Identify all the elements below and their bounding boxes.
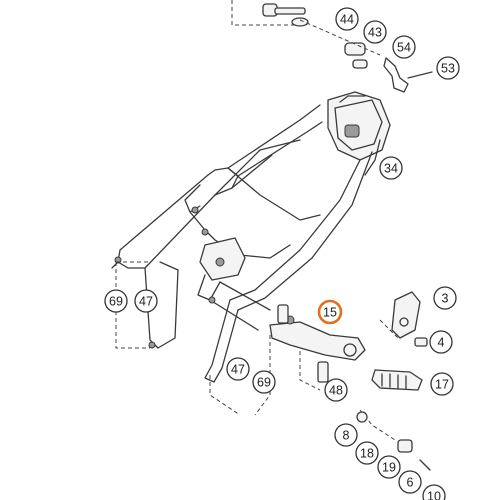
callout-label: 18 xyxy=(360,447,374,461)
callout-47b: 47 xyxy=(226,357,250,381)
callout-label: 10 xyxy=(427,490,441,500)
callout-circle xyxy=(317,299,343,325)
callout-circle xyxy=(398,470,422,494)
callout-label: 69 xyxy=(257,376,271,390)
callout-label: 43 xyxy=(368,26,382,40)
callout-circle xyxy=(324,378,348,402)
callout-label: 48 xyxy=(329,384,343,398)
callout-label: 44 xyxy=(340,13,354,27)
footpeg-bracket-part-15 xyxy=(269,304,366,361)
callout-19: 19 xyxy=(377,455,401,479)
callout-3: 3 xyxy=(433,286,457,310)
callout-circle xyxy=(436,56,460,80)
callout-label: 6 xyxy=(407,476,414,490)
callout-circle xyxy=(422,484,446,500)
callout-circle xyxy=(430,372,454,396)
callout-label: 8 xyxy=(343,429,350,443)
callout-10: 10 xyxy=(422,484,446,500)
callout-circle xyxy=(134,289,158,313)
callout-label: 47 xyxy=(139,295,153,309)
callout-69a: 69 xyxy=(104,289,128,313)
callout-17: 17 xyxy=(430,372,454,396)
callout-label: 17 xyxy=(435,378,449,392)
callout-54: 54 xyxy=(392,35,416,59)
callout-circle xyxy=(226,357,250,381)
callout-circle xyxy=(252,370,276,394)
callout-8: 8 xyxy=(334,423,358,447)
callout-53: 53 xyxy=(436,56,460,80)
callout-circle xyxy=(334,423,358,447)
callout-circle xyxy=(429,330,453,354)
callout-34: 34 xyxy=(379,156,403,180)
callout-label: 47 xyxy=(231,363,245,377)
callout-label: 4 xyxy=(438,336,445,350)
callout-circle xyxy=(355,441,379,465)
callout-69b: 69 xyxy=(252,370,276,394)
top-bolt xyxy=(262,3,309,27)
callout-18: 18 xyxy=(355,441,379,465)
callout-label: 34 xyxy=(384,162,398,176)
callout-label: 19 xyxy=(382,461,396,475)
callout-6: 6 xyxy=(398,470,422,494)
callout-label: 54 xyxy=(397,41,411,55)
callout-label: 15 xyxy=(323,306,337,320)
callout-circle xyxy=(335,7,359,31)
callout-circle xyxy=(392,35,416,59)
callout-47a: 47 xyxy=(134,289,158,313)
callout-circle xyxy=(104,289,128,313)
callout-43: 43 xyxy=(363,20,387,44)
callout-label: 53 xyxy=(441,62,455,76)
callout-label: 69 xyxy=(109,295,123,309)
callout-circle xyxy=(377,455,401,479)
callout-4: 4 xyxy=(429,330,453,354)
callout-label: 3 xyxy=(442,292,449,306)
callout-44: 44 xyxy=(335,7,359,31)
callout-circle xyxy=(433,286,457,310)
callout-15: 15 xyxy=(317,299,343,325)
callout-48: 48 xyxy=(324,378,348,402)
callout-circle xyxy=(379,156,403,180)
callout-circle xyxy=(363,20,387,44)
rear-subframe-drawing xyxy=(111,0,433,471)
footpeg-part-17 xyxy=(371,369,423,391)
